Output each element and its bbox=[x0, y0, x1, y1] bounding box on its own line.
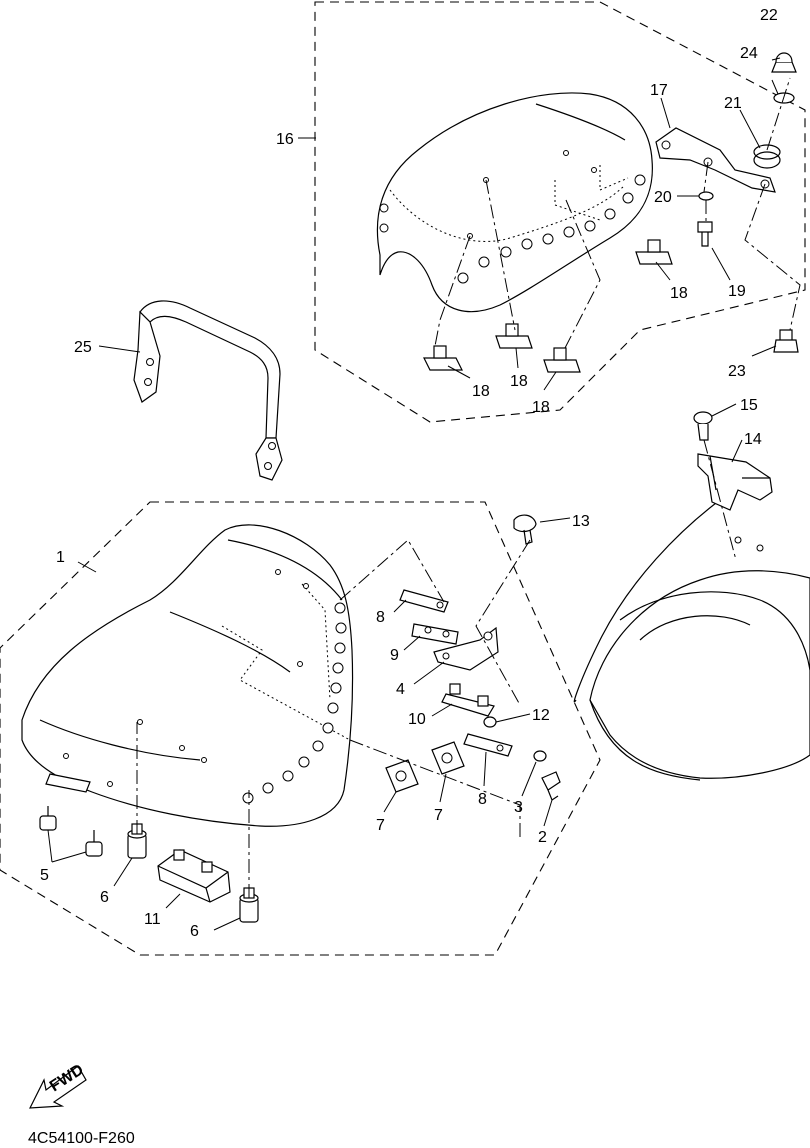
fwd-arrow-icon: FWD bbox=[28, 1061, 87, 1109]
callout-7: 7 bbox=[376, 817, 385, 834]
passenger-seat-group bbox=[314, 1, 806, 423]
callout-14: 14 bbox=[744, 431, 762, 448]
callout-6: 6 bbox=[100, 889, 109, 906]
seat-plate bbox=[399, 589, 449, 613]
callout-25: 25 bbox=[74, 339, 92, 356]
rubber-damper bbox=[773, 329, 799, 353]
callout-2: 2 bbox=[538, 829, 547, 846]
socket-bolt bbox=[693, 411, 713, 425]
clip-nut bbox=[495, 323, 533, 349]
callout-17: 17 bbox=[650, 82, 668, 99]
rider-seat-group bbox=[0, 501, 601, 956]
collar bbox=[483, 716, 497, 728]
grommet bbox=[753, 151, 781, 169]
seat-damper bbox=[85, 830, 103, 857]
clip-nut bbox=[543, 347, 581, 373]
callout-18-a: 18 bbox=[472, 383, 490, 400]
diagram-code: 4C54100-F260 bbox=[28, 1130, 135, 1147]
clip-nut bbox=[423, 345, 463, 371]
callout-21: 21 bbox=[724, 95, 742, 112]
seat-spacer bbox=[411, 623, 459, 645]
callout-8b: 8 bbox=[478, 791, 487, 808]
cap-nut bbox=[771, 61, 797, 73]
callout-13: 13 bbox=[572, 513, 590, 530]
washer bbox=[533, 750, 547, 762]
callout-9: 9 bbox=[390, 647, 399, 664]
callout-4: 4 bbox=[396, 681, 405, 698]
callout-18-d: 18 bbox=[670, 285, 688, 302]
callout-leaders bbox=[47, 57, 781, 931]
callout-15: 15 bbox=[740, 397, 758, 414]
callout-3: 3 bbox=[514, 799, 523, 816]
callout-18-b: 18 bbox=[510, 373, 528, 390]
passenger-seat bbox=[376, 92, 653, 313]
clip-nut bbox=[635, 239, 673, 265]
callout-10: 10 bbox=[408, 711, 426, 728]
callout-23: 23 bbox=[728, 363, 746, 380]
rider-seat bbox=[21, 524, 354, 827]
callout-8: 8 bbox=[376, 609, 385, 626]
callout-7b: 7 bbox=[434, 807, 443, 824]
grab-strap-group bbox=[133, 300, 283, 481]
callout-19: 19 bbox=[728, 283, 746, 300]
callout-16: 16 bbox=[276, 131, 294, 148]
grab-strap bbox=[139, 300, 281, 439]
seat-plate bbox=[463, 733, 513, 757]
callout-6b: 6 bbox=[190, 923, 199, 940]
rubber-block bbox=[157, 849, 231, 903]
bracket bbox=[655, 127, 776, 193]
rear-fender-group bbox=[573, 411, 810, 781]
seat-bracket bbox=[433, 626, 499, 671]
callout-12: 12 bbox=[532, 707, 550, 724]
bolt bbox=[541, 771, 561, 801]
flange-bolt bbox=[513, 514, 537, 545]
callout-18-c: 18 bbox=[532, 399, 550, 416]
washer bbox=[698, 191, 714, 201]
callout-22: 22 bbox=[760, 7, 778, 24]
callout-11: 11 bbox=[144, 911, 161, 928]
bolt bbox=[697, 221, 713, 247]
seat-damper bbox=[39, 806, 57, 831]
callout-5: 5 bbox=[40, 867, 49, 884]
callout-labels: 1 2 3 4 5 6 6 7 7 8 8 9 10 11 12 13 14 1… bbox=[40, 7, 778, 940]
rear-bracket bbox=[697, 453, 773, 511]
callout-20: 20 bbox=[654, 189, 672, 206]
callout-24: 24 bbox=[740, 45, 758, 62]
callout-1: 1 bbox=[56, 549, 65, 566]
